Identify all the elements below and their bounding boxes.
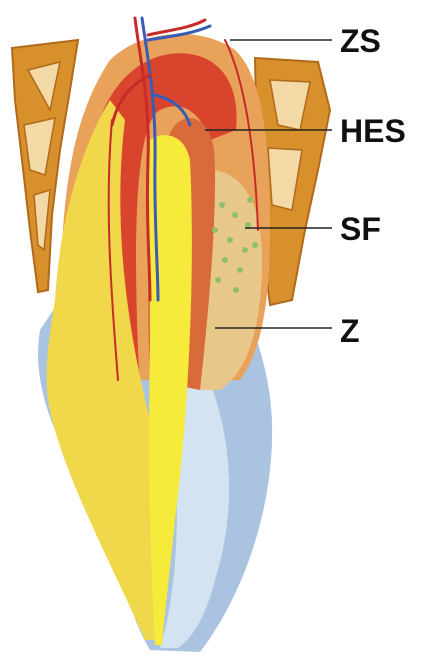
label-sf: SF [340, 211, 381, 247]
label-z: Z [340, 313, 360, 349]
label-hes: HES [340, 113, 406, 149]
label-zs: ZS [340, 23, 381, 59]
